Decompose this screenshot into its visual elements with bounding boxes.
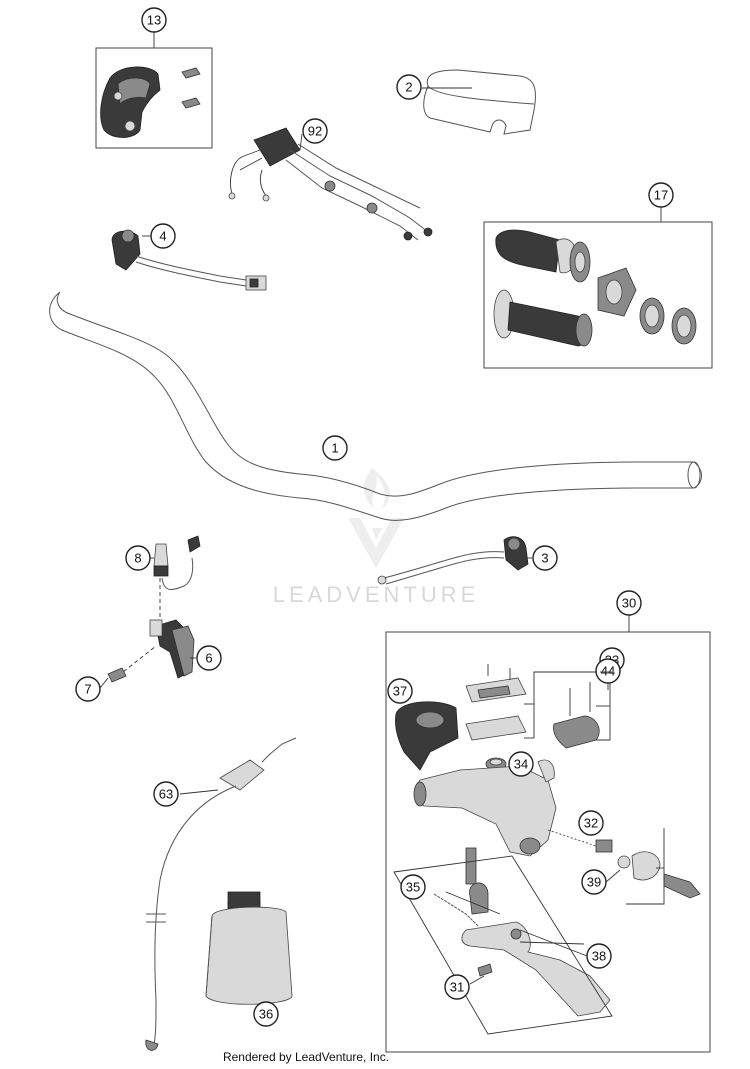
callout-34: 34 [508, 751, 534, 777]
plug-8-drawing [153, 535, 201, 620]
callout-31: 31 [444, 974, 470, 1000]
throttle-housing-drawing [100, 66, 161, 138]
svg-text:2: 2 [405, 80, 412, 95]
callout-37: 37 [387, 678, 413, 704]
grip-lower-drawing [493, 289, 593, 347]
svg-text:3: 3 [541, 551, 548, 566]
grip-set-group [483, 207, 713, 369]
svg-text:1: 1 [331, 441, 338, 456]
lever-kit-bolt-drawing [433, 847, 489, 927]
protector-cap-drawing [395, 701, 459, 771]
lever-drawing [461, 921, 611, 1017]
bracket-6-drawing [117, 619, 195, 679]
callout-17: 17 [648, 182, 674, 208]
handlebar-pad-drawing [423, 69, 536, 135]
svg-text:44: 44 [601, 664, 615, 679]
throttle-cables-drawing [228, 127, 433, 241]
oil-bottle-drawing [205, 891, 293, 1005]
callout-92: 92 [302, 118, 328, 144]
svg-text:35: 35 [406, 880, 420, 895]
svg-text:36: 36 [259, 1007, 273, 1022]
svg-text:30: 30 [622, 596, 636, 611]
svg-text:34: 34 [514, 757, 528, 772]
throttle-assembly-group [95, 31, 213, 149]
svg-text:31: 31 [450, 980, 464, 995]
screw-7-drawing [107, 667, 127, 683]
callout-38: 38 [586, 943, 612, 969]
callout-39: 39 [581, 869, 607, 895]
piston-spring-drawing [547, 829, 613, 853]
callout-7: 7 [75, 676, 101, 702]
grip-rings-drawing [597, 267, 697, 345]
clutch-hose-drawing [145, 737, 297, 1051]
svg-text:8: 8 [134, 551, 141, 566]
callout-35: 35 [400, 874, 426, 900]
callout-36: 36 [253, 1001, 279, 1027]
callout-1: 1 [322, 435, 348, 461]
watermark-text: LEADVENTURE [272, 582, 480, 607]
left-switch-drawing [111, 229, 267, 291]
svg-text:6: 6 [205, 651, 212, 666]
svg-text:32: 32 [584, 816, 598, 831]
grip-upper-drawing [495, 229, 591, 283]
callout-8: 8 [125, 545, 151, 571]
callout-13: 13 [141, 7, 167, 33]
svg-text:7: 7 [84, 682, 91, 697]
callout-6: 6 [196, 645, 222, 671]
callout-3: 3 [532, 545, 558, 571]
svg-text:39: 39 [587, 875, 601, 890]
svg-text:17: 17 [654, 188, 668, 203]
callout-30: 30 [616, 590, 642, 616]
right-switch-drawing [377, 536, 529, 585]
clutch-master-cylinder-group [385, 615, 711, 1053]
callout-4: 4 [150, 223, 176, 249]
handlebar-drawing [49, 291, 702, 521]
svg-text:4: 4 [159, 229, 166, 244]
watermark-logo [348, 468, 404, 568]
caption: Rendered by LeadVenture, Inc. [222, 1050, 390, 1064]
master-cylinder-body-drawing [413, 759, 557, 857]
bellows-drawing [617, 851, 701, 899]
cover-drawing [465, 664, 527, 741]
svg-text:63: 63 [159, 787, 173, 802]
svg-text:38: 38 [592, 949, 606, 964]
svg-text:37: 37 [393, 684, 407, 699]
svg-text:13: 13 [147, 13, 161, 28]
callout-32: 32 [578, 810, 604, 836]
callout-44: 44 [595, 658, 621, 684]
housing-screws-drawing [181, 67, 201, 109]
clamp-drawing [553, 682, 600, 749]
callout-63: 63 [153, 781, 179, 807]
callout-2: 2 [396, 74, 422, 100]
svg-text:92: 92 [308, 124, 322, 139]
